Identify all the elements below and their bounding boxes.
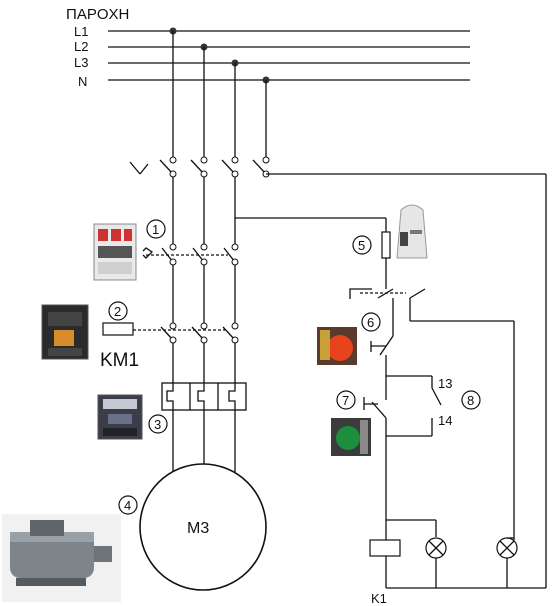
svg-text:5: 5	[358, 238, 365, 253]
callout-8: 8	[461, 390, 481, 410]
callout-3: 3	[148, 414, 168, 434]
circuit-breaker-symbol	[142, 177, 239, 266]
control-circuit	[235, 173, 547, 589]
callout-6: 6	[361, 312, 381, 332]
thermal-overload-relay	[161, 343, 247, 472]
coil-label: K1	[371, 591, 387, 606]
stop-button-photo	[317, 327, 357, 365]
svg-text:1: 1	[152, 222, 159, 237]
line-label-n: N	[78, 74, 87, 89]
contact-terminal-13: 13	[438, 376, 452, 391]
callout-4: 4	[118, 495, 138, 515]
contactor-label: KM1	[100, 350, 139, 371]
svg-text:3: 3	[154, 417, 161, 432]
motor-label: M3	[187, 520, 209, 537]
main-disconnect-switch	[129, 31, 270, 178]
overload-relay-photo	[97, 394, 143, 440]
start-button-photo	[331, 418, 371, 456]
callout-2: 2	[108, 301, 128, 321]
contactor-photo	[41, 304, 89, 360]
motor-symbol	[139, 463, 267, 591]
callout-5: 5	[352, 235, 372, 255]
callout-7: 7	[336, 390, 356, 410]
supply-bus	[108, 27, 470, 84]
svg-text:7: 7	[342, 393, 349, 408]
line-label-l1: L1	[74, 24, 88, 39]
line-label-l3: L3	[74, 55, 88, 70]
contact-terminal-14: 14	[438, 413, 452, 428]
svg-text:6: 6	[367, 315, 374, 330]
circuit-breaker-photo	[93, 223, 137, 281]
motor-photo	[2, 514, 121, 602]
supply-title: ΠΑΡΟΧΗ	[66, 6, 129, 23]
contactor-main-contacts	[102, 265, 239, 344]
callout-1: 1	[146, 219, 166, 239]
line-label-l2: L2	[74, 39, 88, 54]
fuse-photo	[396, 204, 428, 259]
svg-text:4: 4	[124, 498, 131, 513]
svg-text:8: 8	[467, 393, 474, 408]
svg-text:2: 2	[114, 304, 121, 319]
